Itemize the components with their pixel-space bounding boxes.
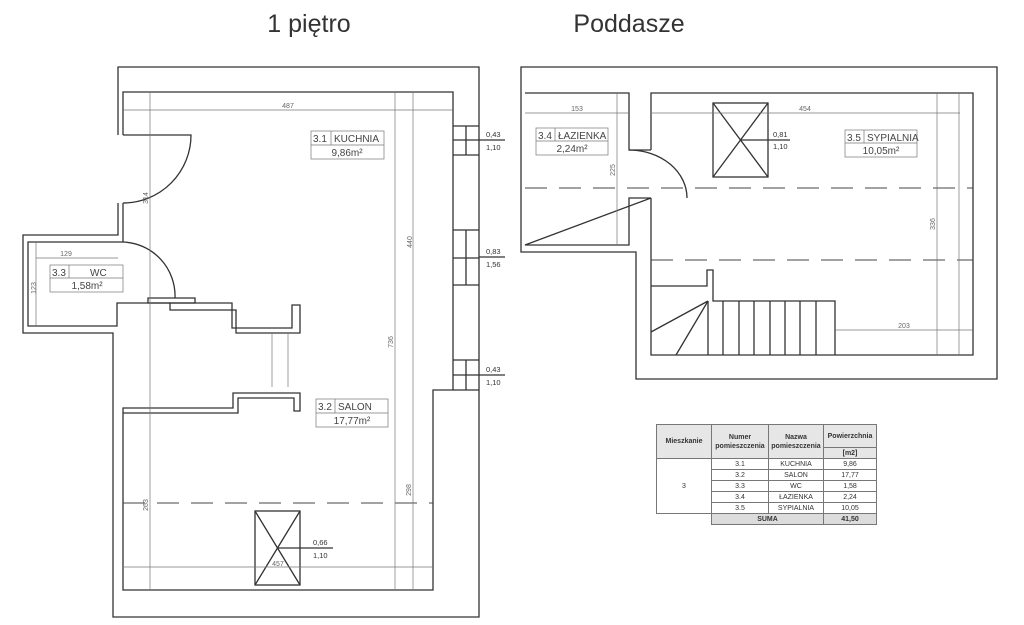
svg-text:0,43: 0,43 bbox=[486, 130, 501, 139]
svg-text:1,10: 1,10 bbox=[486, 143, 501, 152]
attic-plan: 153 454 225 336 203 0,81 1,10 3.4 ŁAZIEN… bbox=[520, 66, 998, 380]
room-label-kuchnia: 3.1 KUCHNIA 9,86m² bbox=[310, 130, 385, 160]
svg-text:298: 298 bbox=[406, 484, 413, 496]
svg-text:3.1: 3.1 bbox=[313, 134, 327, 145]
svg-text:440: 440 bbox=[407, 236, 414, 248]
svg-text:17,77m²: 17,77m² bbox=[334, 416, 371, 427]
area-summary-table: Mieszkanie Numer pomieszczenia Nazwa pom… bbox=[656, 424, 877, 525]
svg-text:3.5: 3.5 bbox=[847, 133, 861, 144]
skylight-attic bbox=[712, 102, 790, 178]
door-arc-entrance bbox=[122, 134, 192, 204]
svg-text:1,10: 1,10 bbox=[313, 551, 328, 560]
svg-text:2,24m²: 2,24m² bbox=[556, 144, 588, 155]
svg-text:153: 153 bbox=[571, 106, 583, 113]
svg-text:SALON: SALON bbox=[338, 402, 372, 413]
svg-text:487: 487 bbox=[282, 103, 294, 110]
svg-text:129: 129 bbox=[60, 251, 72, 258]
svg-text:263: 263 bbox=[143, 499, 150, 511]
attic-outer-wall bbox=[520, 66, 998, 380]
svg-text:10,05m²: 10,05m² bbox=[863, 146, 900, 157]
room-label-sypialnia: 3.5 SYPIALNIA 10,05m² bbox=[844, 129, 919, 158]
room-label-wc: 3.3 WC 1,58m² bbox=[49, 264, 124, 293]
svg-text:225: 225 bbox=[610, 164, 617, 176]
floor1-plan: 487 129 123 314 440 736 298 263 457 0,43… bbox=[22, 66, 505, 618]
floor1-inner-wall bbox=[122, 91, 454, 591]
attic-title: Poddasze bbox=[573, 10, 685, 38]
svg-text:WC: WC bbox=[90, 268, 107, 279]
svg-text:SYPIALNIA: SYPIALNIA bbox=[867, 133, 919, 144]
svg-text:9,86m²: 9,86m² bbox=[331, 148, 363, 159]
door-arc-wc bbox=[122, 241, 176, 299]
svg-text:0,43: 0,43 bbox=[486, 365, 501, 374]
room-label-salon: 3.2 SALON 17,77m² bbox=[315, 398, 389, 428]
door-arc-bathroom bbox=[628, 149, 688, 199]
floor1-outer-wall bbox=[22, 66, 480, 618]
svg-text:1,56: 1,56 bbox=[486, 260, 501, 269]
svg-text:336: 336 bbox=[930, 218, 937, 230]
svg-text:123: 123 bbox=[31, 282, 38, 294]
svg-text:3.3: 3.3 bbox=[52, 268, 66, 279]
svg-text:0,66: 0,66 bbox=[313, 538, 328, 547]
svg-text:1,10: 1,10 bbox=[486, 378, 501, 387]
svg-text:314: 314 bbox=[143, 192, 150, 204]
svg-text:3.4: 3.4 bbox=[538, 131, 552, 142]
svg-text:454: 454 bbox=[799, 106, 811, 113]
skylight-floor1 bbox=[254, 510, 333, 586]
svg-text:1,58m²: 1,58m² bbox=[71, 281, 103, 292]
attic-inner-wall bbox=[650, 92, 974, 356]
svg-text:KUCHNIA: KUCHNIA bbox=[334, 134, 379, 145]
svg-text:ŁAZIENKA: ŁAZIENKA bbox=[558, 131, 607, 142]
svg-text:3.2: 3.2 bbox=[318, 402, 332, 413]
floor1-windows bbox=[453, 125, 505, 391]
floor1-title: 1 piętro bbox=[267, 10, 351, 38]
room-label-lazienka: 3.4 ŁAZIENKA 2,24m² bbox=[535, 127, 609, 156]
svg-text:736: 736 bbox=[388, 336, 395, 348]
table-sum-row: SUMA 41,50 bbox=[656, 513, 877, 525]
svg-text:0,83: 0,83 bbox=[486, 247, 501, 256]
svg-text:0,81: 0,81 bbox=[773, 130, 788, 139]
stairs bbox=[650, 269, 836, 356]
svg-text:203: 203 bbox=[898, 323, 910, 330]
svg-text:457: 457 bbox=[272, 561, 284, 568]
svg-text:1,10: 1,10 bbox=[773, 142, 788, 151]
